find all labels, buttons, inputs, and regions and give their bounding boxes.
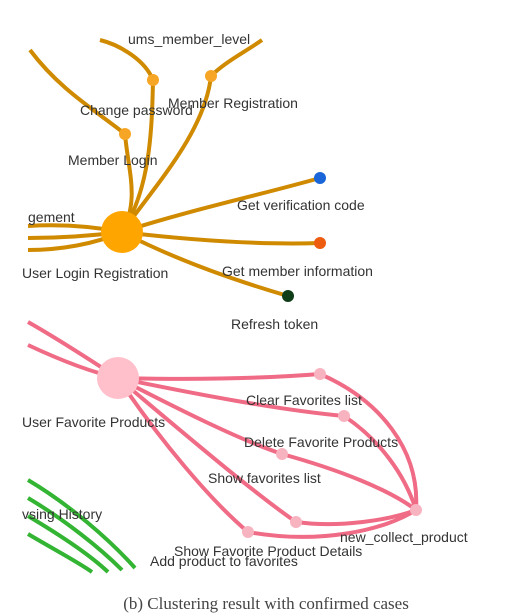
labels-layer: ums_member_level Member Registration Cha… <box>22 31 468 569</box>
edge-add-to-new-collect <box>295 508 417 527</box>
label-add-product-to-favorites: Add product to favorites <box>150 553 298 569</box>
node-delete-favorite-products[interactable] <box>338 410 350 422</box>
edge-history-4 <box>26 532 94 574</box>
label-member-login: Member Login <box>68 152 158 168</box>
edge-fav-to-delete-node <box>117 376 345 418</box>
edge-fav-to-clear-node <box>117 372 321 381</box>
label-show-favorite-product-details: Show Favorite Product Details <box>174 543 362 559</box>
label-new-collect-product: new_collect_product <box>340 529 468 545</box>
label-browsing-history: vsing History <box>22 506 102 522</box>
node-get-member-information[interactable] <box>314 237 326 249</box>
edge-delete-to-new-collect <box>342 414 418 511</box>
edge-change-password-to-level <box>99 38 155 81</box>
edge-history-2 <box>26 496 124 572</box>
node-show-favorite-product-details[interactable] <box>242 526 254 538</box>
edge-details-to-new-collect <box>247 508 418 539</box>
edge-history-1 <box>26 478 137 570</box>
node-add-product-to-favorites[interactable] <box>290 516 302 528</box>
nodes-layer <box>97 70 422 538</box>
node-user-favorite-products[interactable] <box>97 357 139 399</box>
label-refresh-token: Refresh token <box>231 316 318 332</box>
label-user-login-registration: User Login Registration <box>22 265 168 281</box>
node-new-collect-product[interactable] <box>410 504 422 516</box>
edges-layer <box>26 38 419 574</box>
figure-caption: (b) Clustering result with confirmed cas… <box>123 594 409 613</box>
label-get-member-information: Get member information <box>222 263 373 279</box>
edge-hub-to-verification <box>121 176 321 234</box>
edge-fav-to-add-node <box>116 376 298 524</box>
edge-history-3 <box>26 514 110 574</box>
node-change-password[interactable] <box>147 74 159 86</box>
node-member-registration[interactable] <box>205 70 217 82</box>
node-member-login[interactable] <box>119 128 131 140</box>
label-user-favorite-products: User Favorite Products <box>22 414 165 430</box>
label-management: gement <box>28 209 75 225</box>
edge-hub-to-member-registration <box>120 75 213 234</box>
node-refresh-token[interactable] <box>282 290 294 302</box>
node-get-verification-code[interactable] <box>314 172 326 184</box>
node-clear-favorites-list[interactable] <box>314 368 326 380</box>
edge-clear-to-new-collect <box>319 372 419 511</box>
label-clear-favorites-list: Clear Favorites list <box>246 392 362 408</box>
label-get-verification-code: Get verification code <box>237 197 365 213</box>
edge-hub-to-refresh-token <box>121 230 289 298</box>
edge-show-list-to-new-collect <box>281 452 418 512</box>
edge-hub-to-member-info <box>121 230 321 246</box>
label-delete-favorite-products: Delete Favorite Products <box>244 434 398 450</box>
label-change-password: Change password <box>80 102 193 118</box>
node-user-login-registration[interactable] <box>101 211 143 253</box>
node-show-favorites-list[interactable] <box>276 448 288 460</box>
edge-fav-to-show-list-node <box>117 376 283 456</box>
label-show-favorites-list: Show favorites list <box>208 470 321 486</box>
edge-left-top-to-login <box>28 48 127 136</box>
label-ums-member-level: ums_member_level <box>128 31 250 47</box>
label-member-registration: Member Registration <box>168 95 298 111</box>
edge-fav-to-details-node <box>116 376 250 534</box>
